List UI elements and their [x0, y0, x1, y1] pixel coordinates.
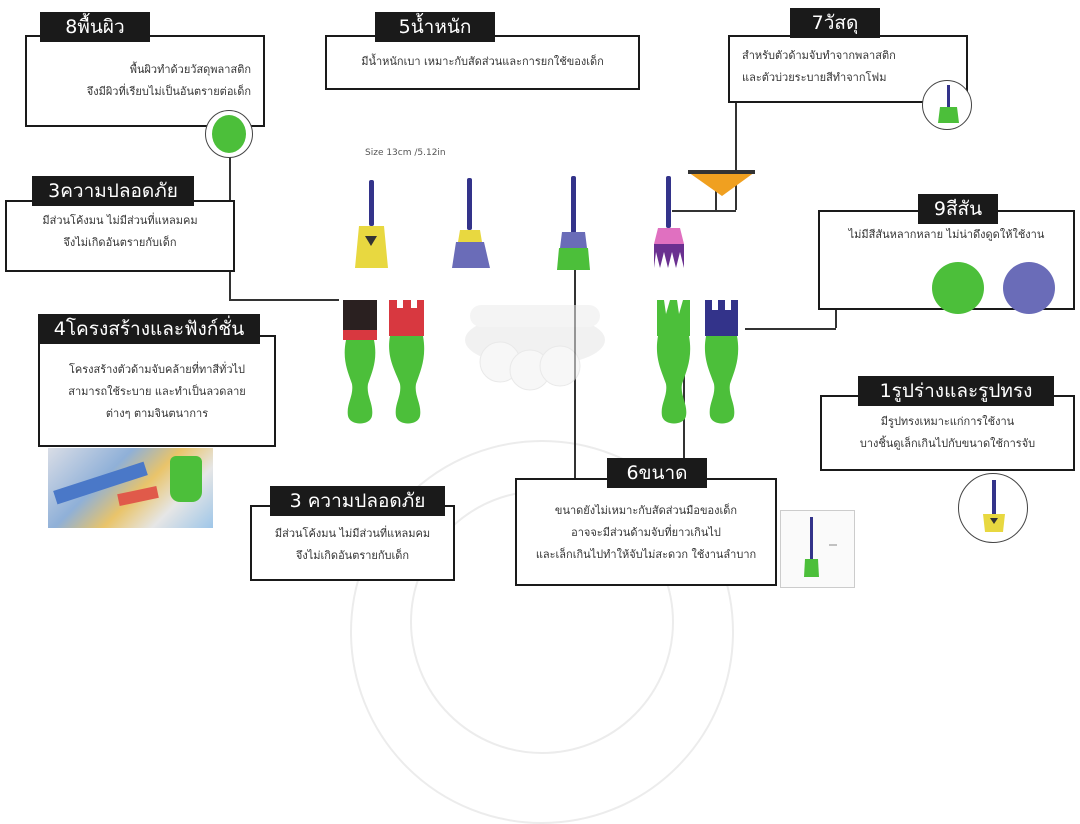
weight-title: 5น้ำหนัก — [375, 12, 495, 42]
safety-top-title: 3ความปลอดภัย — [32, 176, 194, 206]
connector-line — [229, 299, 339, 301]
purple-color-swatch — [1003, 262, 1055, 314]
size-callout: ขนาดยังไม่เหมาะกับสัดส่วนมือของเด็ก อาจจ… — [515, 478, 777, 586]
safety-bottom-text-1: มีส่วนโค้งมน ไม่มีส่วนที่แหลมคม — [274, 527, 431, 540]
white-roller-accessories — [465, 305, 605, 391]
orange-wedge-sponge — [688, 170, 755, 196]
connector-line — [574, 262, 576, 480]
structure-title: 4โครงสร้างและฟังก์ชั่น — [38, 314, 260, 344]
size-text-1: ขนาดยังไม่เหมาะกับสัดส่วนมือของเด็ก — [554, 504, 738, 517]
structure-text-3: ต่างๆ ตามจินตนาการ — [105, 407, 209, 420]
surface-text-2: จึงมีผิวที่เรียบไม่เป็นอันตรายต่อเด็ก — [86, 85, 251, 98]
material-text-1: สำหรับตัวด้ามจับทำจากพลาสติก — [742, 49, 896, 62]
safety-top-callout: มีส่วนโค้งมน ไม่มีส่วนที่แหลมคม จึงไม่เก… — [5, 200, 235, 272]
size-photo — [780, 510, 855, 588]
surface-text-1: พื้นผิวทำด้วยวัสดุพลาสติก — [129, 63, 251, 76]
material-title: 7วัสดุ — [790, 8, 880, 38]
paint-stripe-red — [117, 485, 159, 507]
green-comb-brush — [656, 300, 691, 424]
mini-brush-icon — [938, 85, 959, 123]
structure-text-1: โครงสร้างตัวด้ามจับคล้ายที่ทาสีทั่วไป — [68, 363, 246, 376]
shape-callout: มีรูปทรงเหมาะแก่การใช้งาน บางชิ้นดูเล็กเ… — [820, 395, 1075, 471]
structure-callout: โครงสร้างตัวด้ามจับคล้ายที่ทาสีทั่วไป สา… — [38, 335, 276, 447]
green-brush-in-photo — [170, 456, 202, 502]
painting-photo — [48, 448, 213, 528]
yellow-triangle-brush — [355, 180, 388, 268]
safety-top-text-1: มีส่วนโค้งมน ไม่มีส่วนที่แหลมคม — [42, 214, 198, 227]
yellow-purple-brush — [452, 178, 490, 268]
safety-bottom-text-2: จึงไม่เกิดอันตรายกับเด็ก — [295, 549, 410, 562]
green-color-swatch — [932, 262, 984, 314]
weight-text: มีน้ำหนักเบา เหมาะกับสัดส่วนและการยกใช้ข… — [361, 55, 604, 68]
safety-top-text-2: จึงไม่เกิดอันตรายกับเด็ก — [63, 236, 177, 249]
material-text-2: และตัวบ่วยระบายสีทำจากโฟม — [742, 71, 887, 84]
navy-castle-sponge-brush — [704, 300, 739, 424]
connector-line — [683, 352, 685, 462]
material-zoom-circle — [922, 80, 972, 130]
surface-zoom-circle — [205, 110, 253, 158]
size-text-2: อาจจะมีส่วนด้ามจับที่ยาวเกินไป — [571, 526, 721, 539]
shape-title: 1รูปร่างและรูปทรง — [858, 376, 1054, 406]
surface-title: 8พื้นผิว — [40, 12, 150, 42]
weight-callout: มีน้ำหนักเบา เหมาะกับสัดส่วนและการยกใช้ข… — [325, 35, 640, 90]
shape-text-2: บางชิ้นดูเล็กเกินไปกับขนาดใช้การจับ — [859, 437, 1036, 450]
structure-text-2: สามารถใช้ระบาย และทำเป็นลวดลาย — [68, 385, 246, 398]
safety-bottom-title: 3 ความปลอดภัย — [270, 486, 445, 516]
connector-line — [735, 102, 737, 210]
size-label: Size 13cm /5.12in — [365, 148, 446, 158]
shape-text-1: มีรูปทรงเหมาะแก่การใช้งาน — [880, 415, 1015, 428]
colors-text: ไม่มีสีสันหลากหลาย ไม่น่าดึงดูดให้ใช้งาน — [848, 228, 1045, 241]
pink-spike-brush — [654, 176, 684, 268]
green-tuft-brush — [557, 176, 590, 270]
shape-zoom-circle — [958, 473, 1028, 543]
safety-bottom-callout: มีส่วนโค้งมน ไม่มีส่วนที่แหลมคม จึงไม่เก… — [250, 505, 455, 581]
colors-title: 9สีสัน — [918, 194, 998, 224]
yellow-brush-icon — [983, 480, 1005, 532]
black-flat-sponge-brush — [343, 300, 377, 424]
size-text-3: และเล็กเกินไปทำให้จับไม่สะดวก ใช้งานลำบา… — [535, 548, 757, 561]
green-foam-swatch — [212, 115, 246, 153]
connector-line — [745, 328, 836, 330]
red-notched-sponge-brush — [389, 300, 425, 424]
size-title: 6ขนาด — [607, 458, 707, 488]
connector-line — [715, 185, 717, 210]
connector-line — [672, 210, 736, 212]
tall-brush-icon — [804, 517, 837, 577]
